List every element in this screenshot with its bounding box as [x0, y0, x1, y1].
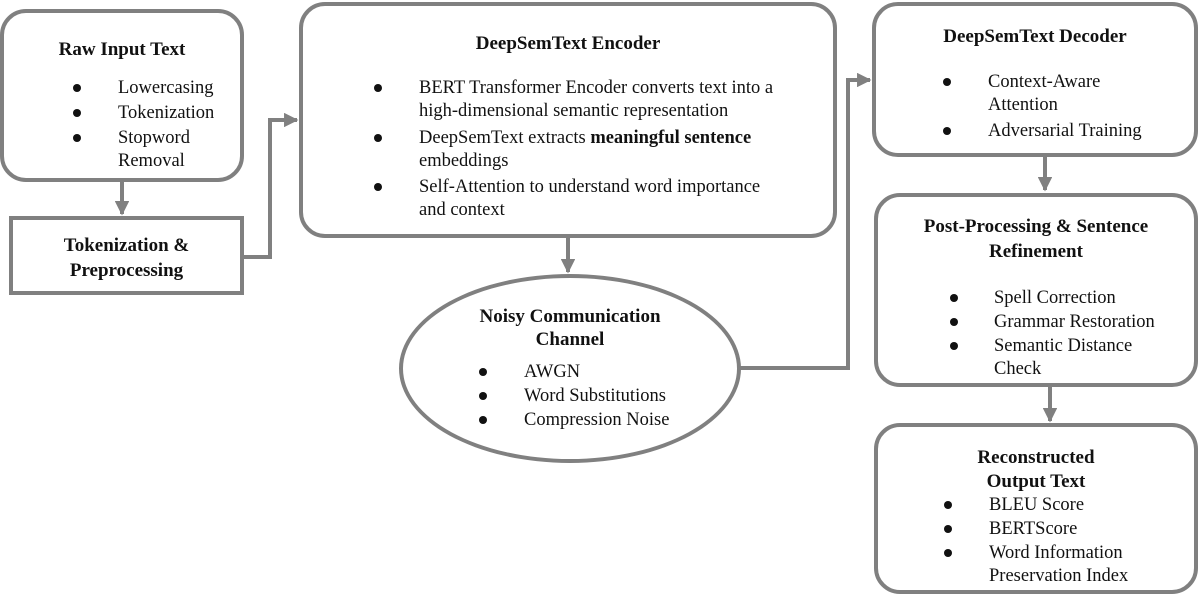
postprocessing-item: Check: [994, 359, 1042, 379]
bullet-icon: [374, 183, 382, 191]
decoder-item: Attention: [988, 95, 1058, 115]
decoder-title: DeepSemText Decoder: [943, 26, 1127, 47]
bullet-icon: [374, 134, 382, 142]
decoder-item: Adversarial Training: [988, 121, 1142, 141]
encoder-item: DeepSemText extracts meaningful sentence: [419, 127, 751, 150]
bullet-icon: [943, 127, 951, 135]
output-item: Word Information: [989, 543, 1123, 563]
output-item: BERTScore: [989, 519, 1078, 539]
bullet-icon: [479, 368, 487, 376]
channel-title: Channel: [535, 329, 605, 350]
raw-input-item: Removal: [118, 151, 185, 171]
tokenization-title: Preprocessing: [69, 260, 184, 281]
encoder-item: Self-Attention to understand word import…: [419, 177, 761, 197]
bullet-icon: [944, 525, 952, 533]
channel-item: Word Substitutions: [524, 386, 666, 406]
raw-input-item: Lowercasing: [118, 78, 214, 98]
output-box: Reconstructed Output Text BLEU Score BER…: [874, 423, 1198, 594]
postprocessing-title: Post-Processing & Sentence: [923, 216, 1149, 237]
bullet-icon: [73, 84, 81, 92]
output-title: Output Text: [986, 471, 1086, 492]
bullet-icon: [479, 392, 487, 400]
encoder-item: high-dimensional semantic representation: [419, 101, 729, 121]
encoder-item-text: DeepSemText extracts: [419, 128, 591, 148]
channel-item: AWGN: [524, 362, 581, 382]
output-item: BLEU Score: [989, 495, 1085, 515]
decoder-item: Context-Aware: [988, 72, 1101, 92]
postprocessing-box: Post-Processing & Sentence Refinement Sp…: [874, 193, 1198, 387]
bullet-icon: [374, 84, 382, 92]
bullet-icon: [73, 109, 81, 117]
decoder-box: DeepSemText Decoder Context-Aware Attent…: [872, 2, 1198, 157]
postprocessing-title: Refinement: [989, 241, 1083, 262]
tokenization-box: Tokenization & Preprocessing: [9, 216, 244, 295]
arrow-channel-to-decoder: [740, 72, 872, 370]
bullet-icon: [944, 501, 952, 509]
bullet-icon: [73, 134, 81, 142]
channel-ellipse: Noisy Communication Channel AWGN Word Su…: [399, 274, 741, 463]
postprocessing-item: Spell Correction: [994, 288, 1116, 308]
postprocessing-item: Semantic Distance: [994, 336, 1133, 356]
channel-item: Compression Noise: [524, 410, 670, 430]
encoder-item: and context: [419, 200, 505, 220]
encoder-item: BERT Transformer Encoder converts text i…: [419, 78, 774, 98]
encoder-item: embeddings: [419, 151, 509, 171]
raw-input-title: Raw Input Text: [58, 39, 186, 60]
output-item: Preservation Index: [989, 566, 1129, 586]
encoder-title: DeepSemText Encoder: [475, 33, 661, 54]
bullet-icon: [943, 78, 951, 86]
bullet-icon: [950, 342, 958, 350]
tokenization-title: Tokenization &: [63, 235, 190, 256]
bullet-icon: [950, 294, 958, 302]
encoder-item-emphasis: meaningful sentence: [590, 128, 752, 148]
encoder-box: DeepSemText Encoder BERT Transformer Enc…: [299, 2, 837, 238]
channel-title: Noisy Communication: [479, 306, 661, 327]
arrow-tokenization-to-encoder: [244, 112, 299, 259]
output-title: Reconstructed: [977, 447, 1095, 468]
raw-input-item: Stopword: [118, 128, 190, 148]
bullet-icon: [944, 549, 952, 557]
raw-input-box: Raw Input Text Lowercasing Tokenization …: [0, 9, 244, 182]
postprocessing-item: Grammar Restoration: [994, 312, 1155, 332]
raw-input-item: Tokenization: [118, 103, 215, 123]
bullet-icon: [479, 416, 487, 424]
bullet-icon: [950, 318, 958, 326]
